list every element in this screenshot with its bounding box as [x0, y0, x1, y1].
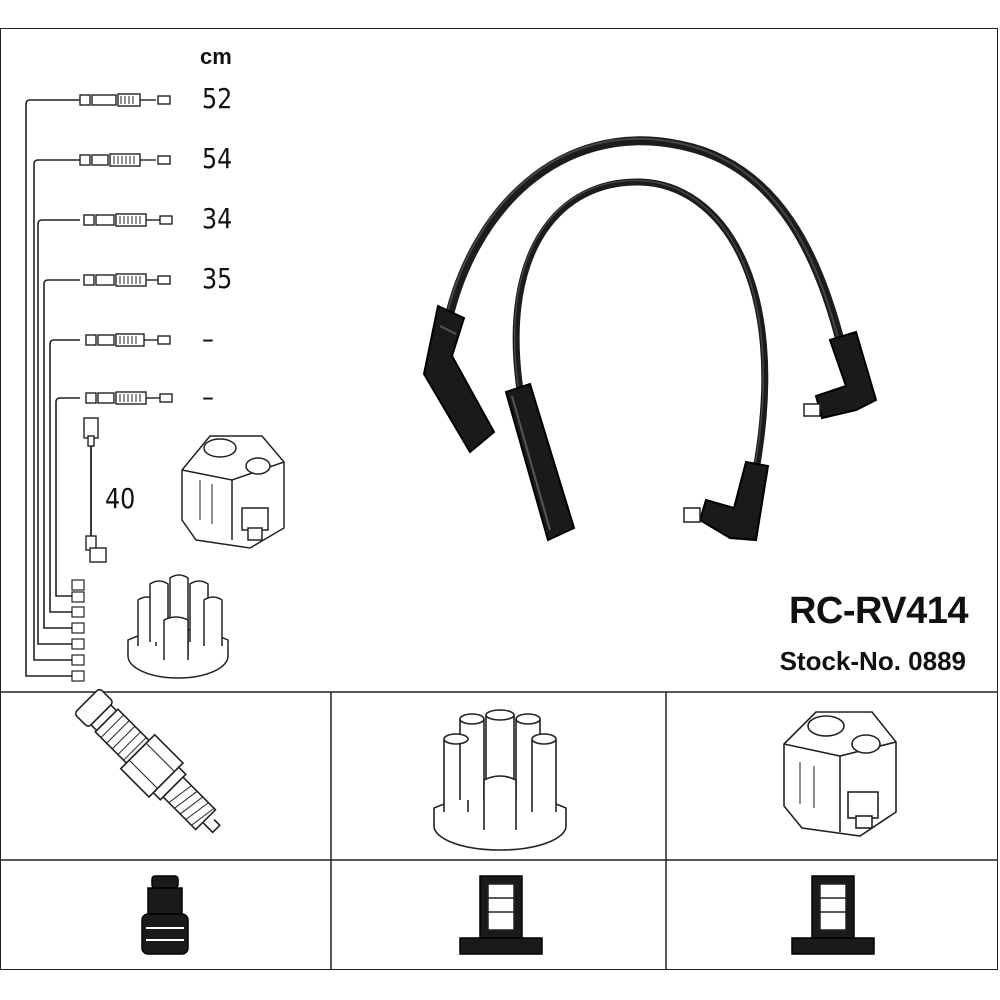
coil-terminal-icon	[791, 875, 875, 955]
length-unit-label: cm	[200, 44, 232, 69]
cable-boot-straight	[504, 382, 576, 542]
lead-length-2: 54	[202, 142, 233, 175]
cable-routing-schematic	[25, 99, 80, 677]
lead-connector-6	[85, 391, 173, 405]
lead-connector-4	[83, 273, 171, 287]
stock-label: Stock-No.	[779, 646, 901, 676]
ignition-coil-icon	[783, 711, 897, 837]
lead-connector-1	[79, 93, 171, 107]
part-number: RC-RV414	[788, 590, 969, 632]
coil-lead	[83, 417, 107, 563]
lead-connector-2	[79, 153, 171, 167]
stock-number: 0889	[908, 646, 966, 676]
stock-number-line: Stock-No. 0889	[780, 646, 966, 677]
cable-boot-angled-right-lower	[683, 460, 770, 542]
lead-length-6: –	[202, 380, 214, 413]
bundle-terminals	[71, 579, 85, 682]
coil-lead-length: 40	[105, 482, 136, 515]
ignition-cable-set	[441, 136, 847, 474]
schematic-ignition-coil	[181, 435, 285, 549]
spark-plug-terminal-icon	[141, 875, 189, 955]
lead-connector-3	[83, 213, 173, 227]
lead-length-5: –	[202, 322, 214, 355]
lead-connector-5	[85, 333, 171, 347]
lead-length-4: 35	[202, 262, 233, 295]
lead-length-3: 34	[202, 202, 233, 235]
cable-boot-angled-left	[422, 304, 496, 454]
lead-connectors	[79, 93, 173, 405]
schematic-distributor-cap	[127, 574, 229, 679]
spark-plug-icon	[74, 688, 221, 834]
distributor-cap-icon	[433, 709, 567, 851]
lead-length-1: 52	[202, 82, 233, 115]
distributor-terminal-icon	[459, 875, 543, 955]
cable-boot-angled-right-upper	[803, 330, 878, 420]
